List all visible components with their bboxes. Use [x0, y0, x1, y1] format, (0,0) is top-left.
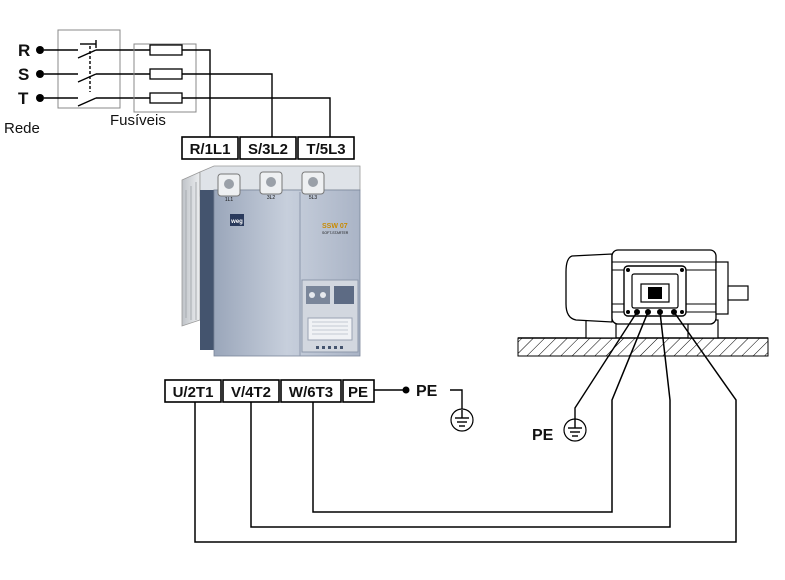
supply-wires — [44, 49, 150, 99]
model-sub-label: SOFT-STARTER — [322, 231, 349, 235]
network-label: Rede — [4, 120, 40, 137]
brand-logo-text: weg — [230, 219, 243, 225]
wire-u — [194, 311, 737, 543]
ground-icon — [450, 408, 474, 432]
model-label: SSW 07 — [322, 223, 348, 230]
output-terminal-v-label: V/4T2 — [231, 384, 271, 401]
phase-dot-t — [36, 94, 44, 102]
output-terminal-u-label: U/2T1 — [173, 384, 214, 401]
starter-ground: PE — [374, 383, 474, 432]
fuse-to-starter-wires — [182, 49, 331, 137]
floor-hatch — [517, 337, 769, 357]
input-terminal-block: R/1L1 S/3L2 T/5L3 — [181, 136, 355, 160]
phase-label-t: T — [18, 89, 29, 108]
brand-logo — [230, 214, 244, 226]
motor-shaft — [727, 285, 749, 301]
phase-label-r: R — [18, 41, 30, 60]
control-knobs — [306, 286, 330, 304]
disconnect-switch-icon — [77, 40, 97, 107]
input-terminal-s-label: S/3L2 — [248, 141, 288, 158]
motor-illustration — [517, 249, 769, 357]
soft-starter-illustration: 1L1 3L2 5L3 weg SSW 07 SOFT-STARTER — [181, 165, 361, 357]
output-terminal-pe-label: PE — [348, 384, 368, 401]
phase-dot-s — [36, 70, 44, 78]
starter-pe-label: PE — [416, 383, 438, 400]
motor-ground: PE — [532, 311, 638, 444]
phase-label-s: S — [18, 65, 29, 84]
input-terminal-t-label: T/5L3 — [306, 141, 345, 158]
starter-side — [200, 190, 216, 350]
input-terminal-r — [181, 136, 239, 160]
lug-tag-1: 1L1 — [225, 197, 234, 203]
motor-feeder-wires — [194, 311, 737, 543]
disconnect-switch-box — [57, 29, 121, 109]
lug-tag-2: 3L2 — [267, 195, 276, 201]
input-terminal-r-label: R/1L1 — [190, 141, 231, 158]
output-terminal-u — [164, 379, 222, 403]
input-terminal-t — [297, 136, 355, 160]
fuses-label: Fusíveis — [110, 112, 166, 129]
supply-section: R S T — [4, 29, 331, 137]
label-plate — [307, 317, 353, 341]
output-terminal-w — [280, 379, 342, 403]
fuse-icon — [149, 44, 183, 104]
starter-terminal-lugs: 1L1 3L2 5L3 — [217, 171, 325, 203]
input-terminal-s — [239, 136, 297, 160]
wire-v — [250, 311, 671, 528]
lug-tag-3: 5L3 — [309, 195, 318, 201]
output-terminal-w-label: W/6T3 — [289, 384, 333, 401]
phase-dot-r — [36, 46, 44, 54]
output-terminal-pe — [342, 379, 375, 403]
fuse-box — [133, 43, 197, 113]
motor-pe-label: PE — [532, 427, 554, 444]
output-terminal-block: U/2T1 V/4T2 W/6T3 PE — [164, 379, 375, 403]
wire-w — [312, 311, 649, 513]
